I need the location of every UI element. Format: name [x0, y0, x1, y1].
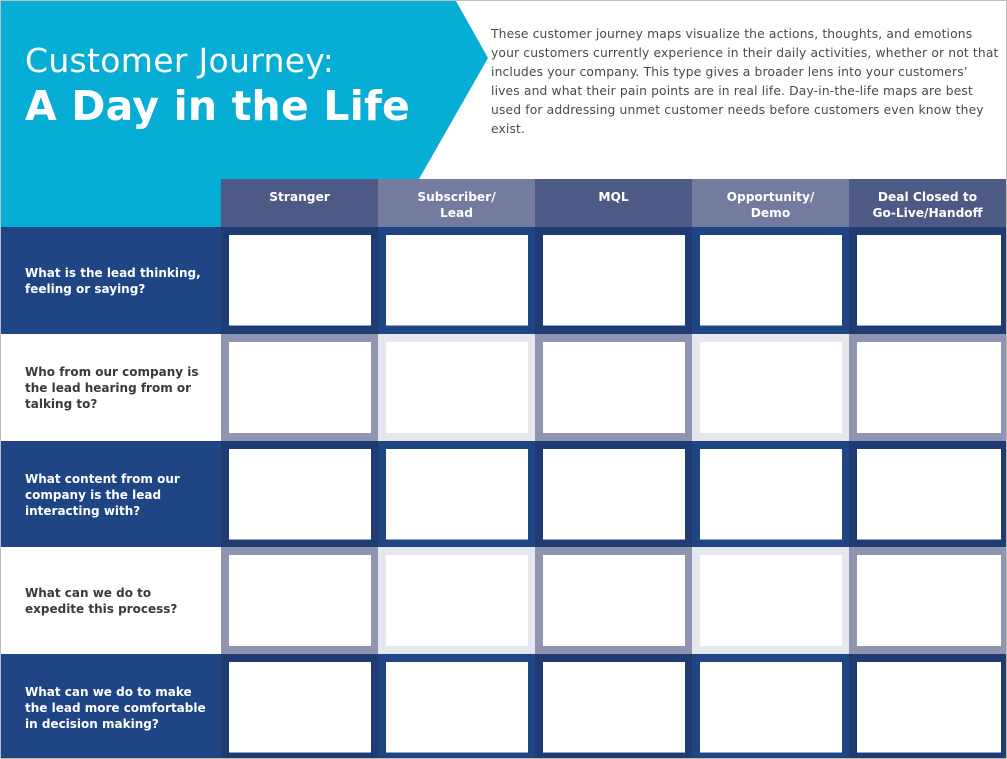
input-box[interactable] — [700, 662, 842, 753]
column-header-label: MQL — [598, 190, 629, 204]
title-line-1: Customer Journey: — [25, 41, 335, 80]
grid-row: Who from our company is the lead hearing… — [1, 334, 1006, 441]
column-header-mql: MQL — [535, 179, 692, 227]
grid-row: What is the lead thinking, feeling or sa… — [1, 227, 1006, 334]
row-question-text: What content from our company is the lea… — [25, 471, 180, 518]
input-box[interactable] — [543, 662, 685, 753]
grid-cell — [378, 547, 535, 654]
input-box[interactable] — [229, 342, 371, 433]
title-banner: Customer Journey: A Day in the Life — [1, 1, 501, 227]
input-box[interactable] — [700, 235, 842, 326]
grid-cell — [692, 227, 849, 334]
input-box[interactable] — [857, 449, 1001, 540]
input-box[interactable] — [386, 449, 528, 540]
intro-paragraph: These customer journey maps visualize th… — [491, 27, 999, 136]
input-box[interactable] — [229, 235, 371, 326]
grid-cell — [692, 654, 849, 758]
grid-cell — [535, 654, 692, 758]
input-box[interactable] — [857, 235, 1001, 326]
grid-cell — [535, 441, 692, 548]
input-box[interactable] — [543, 449, 685, 540]
row-question: Who from our company is the lead hearing… — [1, 334, 221, 441]
grid-row: What can we do to make the lead more com… — [1, 654, 1006, 758]
column-header-deal-closed: Deal Closed to Go-Live/Handoff — [849, 179, 1006, 227]
column-header-subscriber-lead: Subscriber/ Lead — [378, 179, 535, 227]
grid-cell — [849, 547, 1006, 654]
grid-cell — [535, 227, 692, 334]
input-box[interactable] — [700, 342, 842, 433]
row-question-text: What is the lead thinking, feeling or sa… — [25, 265, 201, 296]
column-header-label: Stranger — [269, 190, 330, 204]
row-question: What content from our company is the lea… — [1, 441, 221, 548]
input-box[interactable] — [857, 342, 1001, 433]
row-question-text: What can we do to expedite this process? — [25, 585, 178, 616]
input-box[interactable] — [700, 555, 842, 646]
grid-cell — [849, 654, 1006, 758]
grid-cell — [378, 654, 535, 758]
row-question: What is the lead thinking, feeling or sa… — [1, 227, 221, 334]
grid-cell — [692, 547, 849, 654]
grid-cell — [221, 547, 378, 654]
row-question-text: Who from our company is the lead hearing… — [25, 364, 199, 411]
column-header-opportunity-demo: Opportunity/ Demo — [692, 179, 849, 227]
grid-cell — [221, 654, 378, 758]
grid-cell — [849, 441, 1006, 548]
grid-cell — [221, 227, 378, 334]
grid-cell — [849, 334, 1006, 441]
grid-cell — [378, 227, 535, 334]
input-box[interactable] — [543, 555, 685, 646]
input-box[interactable] — [857, 662, 1001, 753]
input-box[interactable] — [229, 662, 371, 753]
input-box[interactable] — [386, 662, 528, 753]
input-box[interactable] — [229, 449, 371, 540]
row-question: What can we do to expedite this process? — [1, 547, 221, 654]
input-box[interactable] — [229, 555, 371, 646]
grid-cell — [378, 334, 535, 441]
grid-cell — [692, 334, 849, 441]
input-box[interactable] — [857, 555, 1001, 646]
grid-cell — [535, 547, 692, 654]
column-header-label: Deal Closed to Go-Live/Handoff — [872, 190, 983, 220]
row-question-text: What can we do to make the lead more com… — [25, 684, 206, 731]
input-box[interactable] — [386, 555, 528, 646]
input-box[interactable] — [543, 235, 685, 326]
grid-cell — [221, 441, 378, 548]
grid-row: What content from our company is the lea… — [1, 441, 1006, 548]
column-header-stranger: Stranger — [221, 179, 378, 227]
input-box[interactable] — [543, 342, 685, 433]
page-title: Customer Journey: A Day in the Life — [25, 41, 410, 131]
grid-cell — [378, 441, 535, 548]
input-box[interactable] — [386, 235, 528, 326]
column-header-label: Subscriber/ Lead — [417, 190, 496, 220]
input-box[interactable] — [700, 449, 842, 540]
grid-cell — [535, 334, 692, 441]
banner-arrow-shape — [1, 1, 488, 227]
row-question: What can we do to make the lead more com… — [1, 654, 221, 758]
grid-cell — [221, 334, 378, 441]
column-header-label: Opportunity/ Demo — [726, 190, 815, 220]
grid-cell — [849, 227, 1006, 334]
grid-cell — [692, 441, 849, 548]
input-box[interactable] — [386, 342, 528, 433]
title-line-2: A Day in the Life — [25, 82, 411, 130]
grid-row: What can we do to expedite this process? — [1, 547, 1006, 654]
